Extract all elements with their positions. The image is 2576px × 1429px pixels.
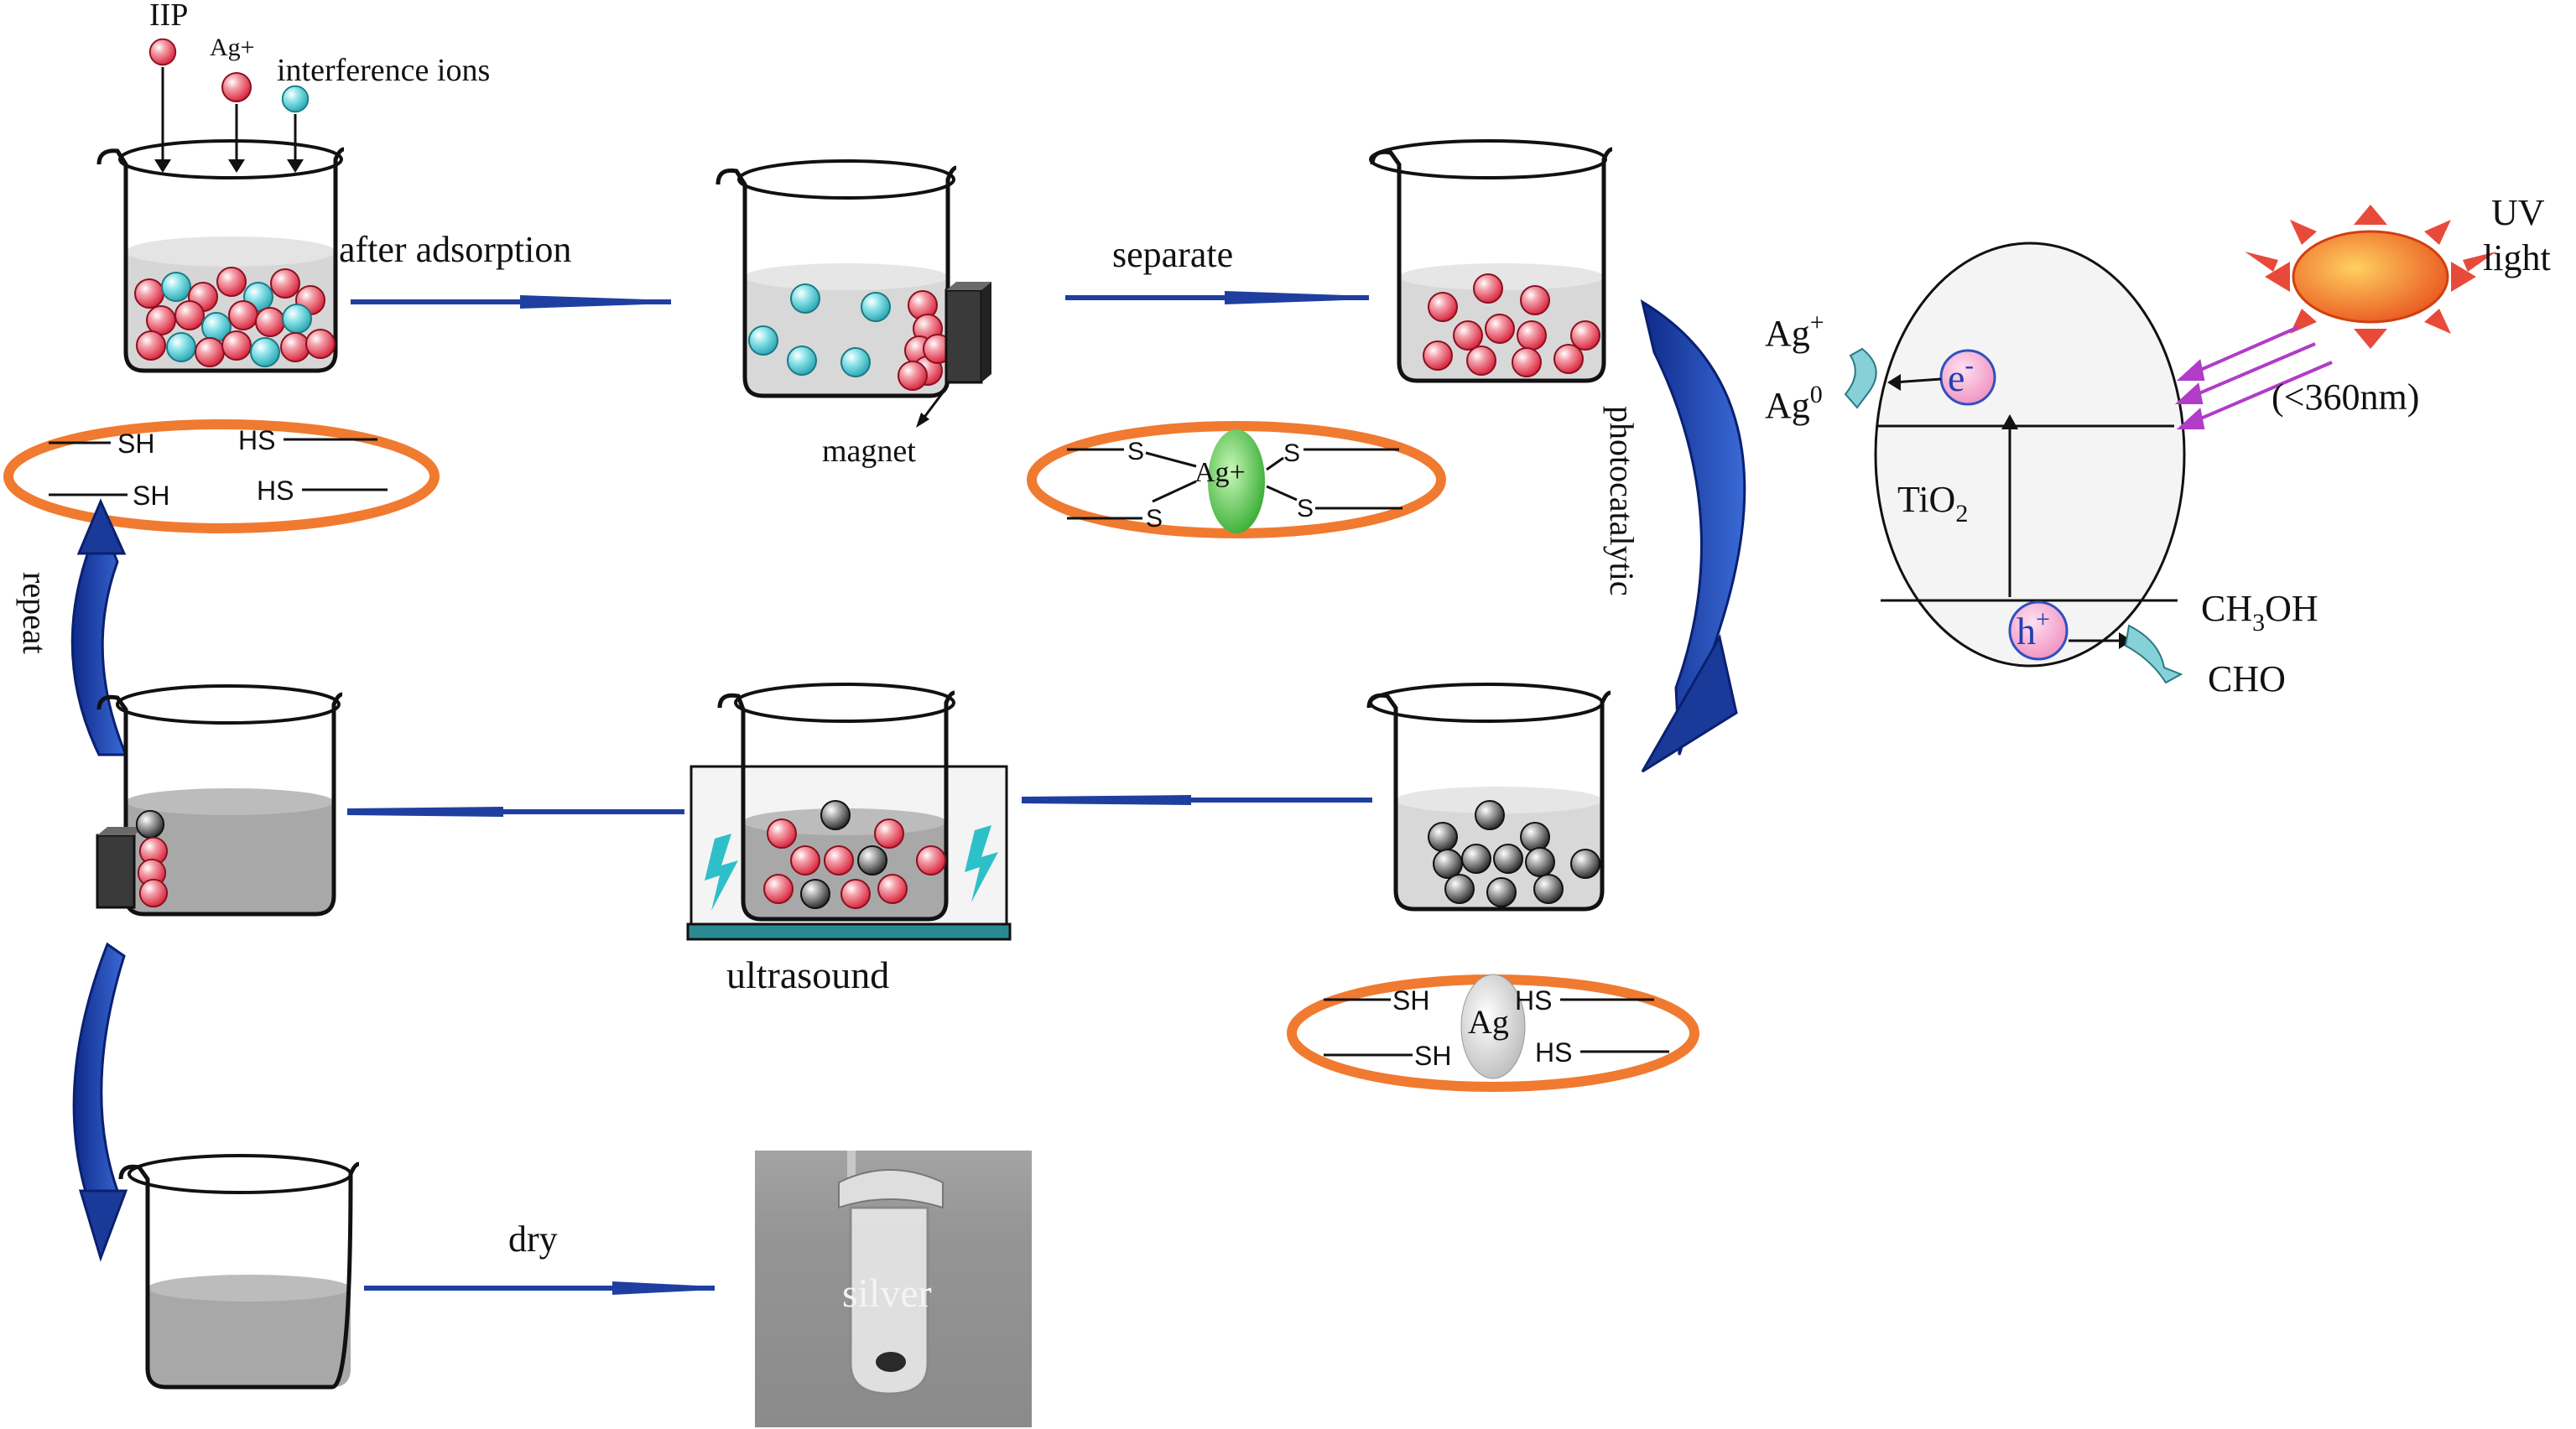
beaker-reduced-silver xyxy=(1366,683,1611,912)
dry-label: dry xyxy=(508,1219,558,1260)
hs-label: HS xyxy=(238,425,275,455)
ellipse-bound-silver-metal: SH HS SH Ag HS xyxy=(1287,974,1699,1092)
beaker-dry xyxy=(118,1154,360,1390)
lightning-icon xyxy=(705,834,738,911)
lightning-icon xyxy=(965,825,998,902)
electron-label: e- xyxy=(1948,350,1974,399)
ag-ion-label: Ag+ xyxy=(1765,309,1824,354)
magnet-block xyxy=(945,288,983,384)
s-label: S xyxy=(1146,505,1163,533)
beaker-ultrasound: ultrasound xyxy=(686,683,1012,996)
hs-label: HS xyxy=(1515,985,1552,1016)
ag-ion-particle xyxy=(221,72,252,102)
ellipse-free-thiol: SH HS SH HS xyxy=(3,419,440,533)
ultrasound-label: ultrasound xyxy=(726,954,889,996)
beaker-regeneration xyxy=(96,684,343,917)
magnet-label: magnet xyxy=(822,434,916,469)
uv-label: UV xyxy=(2491,192,2545,233)
arrow-to-regeneration xyxy=(347,807,684,817)
silver-metal-oval xyxy=(1460,974,1526,1079)
repeat-label: repeat xyxy=(16,572,54,654)
arrow-separate: separate xyxy=(1065,234,1369,304)
input-legend: IIP Ag+ interference ions xyxy=(148,0,490,173)
arrow-down-to-drying xyxy=(72,942,128,1262)
sh-label: SH xyxy=(1414,1041,1451,1071)
silver-product-photo: silver xyxy=(755,1151,1032,1427)
uv-rays xyxy=(2174,325,2333,429)
test-tube-icon xyxy=(849,1206,929,1395)
ag-zero-label: Ag0 xyxy=(1765,381,1823,426)
hole-icon xyxy=(2008,600,2069,661)
hs-label: HS xyxy=(257,475,294,506)
sh-label: SH xyxy=(117,429,154,459)
arrow-after-adsorption: after adsorption xyxy=(339,229,671,309)
iip-particle xyxy=(148,38,177,66)
light-label: light xyxy=(2483,237,2551,278)
s-label: S xyxy=(1127,438,1144,465)
separate-label: separate xyxy=(1112,234,1233,275)
s-label: S xyxy=(1297,495,1314,522)
silver-ion-oval xyxy=(1208,429,1265,533)
uv-source: UV light (<360nm) xyxy=(2174,192,2551,429)
ag-center: Ag xyxy=(1468,1003,1509,1041)
tio2-particle xyxy=(1874,242,2186,668)
interference-ion-particle xyxy=(281,85,310,113)
interference-ions-label: interference ions xyxy=(277,53,490,88)
arrow-dry: dry xyxy=(364,1219,715,1295)
electron-icon xyxy=(1939,349,1996,406)
tio2-label: TiO2 xyxy=(1897,479,1968,527)
hs-label: HS xyxy=(1535,1037,1572,1068)
magnet-block xyxy=(96,834,136,909)
iip-label: IIP xyxy=(149,0,188,33)
ellipse-bound-silver-ion: S S Ag+ S S xyxy=(1027,421,1446,538)
methanol-label: CH3OH xyxy=(2201,588,2318,637)
sh-label: SH xyxy=(1392,985,1429,1016)
beaker-silver-loaded xyxy=(1369,139,1613,383)
beaker-magnetic-separation: magnet xyxy=(716,159,991,469)
sh-label: SH xyxy=(133,481,169,511)
photocatalytic-label: photocatalytic xyxy=(1603,406,1641,596)
hole-label: h+ xyxy=(2017,605,2050,652)
silver-label: silver xyxy=(842,1271,932,1316)
ag-plus-center: Ag+ xyxy=(1194,457,1246,488)
arrow-to-ultrasound xyxy=(1022,795,1372,805)
arrow-photocatalytic: photocatalytic xyxy=(1603,299,1746,773)
beaker-mixed-ions xyxy=(96,139,345,373)
after-adsorption-label: after adsorption xyxy=(339,229,571,270)
cho-label: CHO xyxy=(2208,658,2286,699)
ag-plus-label: Ag+ xyxy=(210,34,255,61)
arrow-repeat: repeat xyxy=(16,498,128,756)
tio2-mechanism: TiO2 e- h+ Ag+ Ag0 CH3OH CHO xyxy=(1765,242,2318,699)
s-label: S xyxy=(1283,439,1300,467)
wavelength-label: (<360nm) xyxy=(2272,377,2419,418)
